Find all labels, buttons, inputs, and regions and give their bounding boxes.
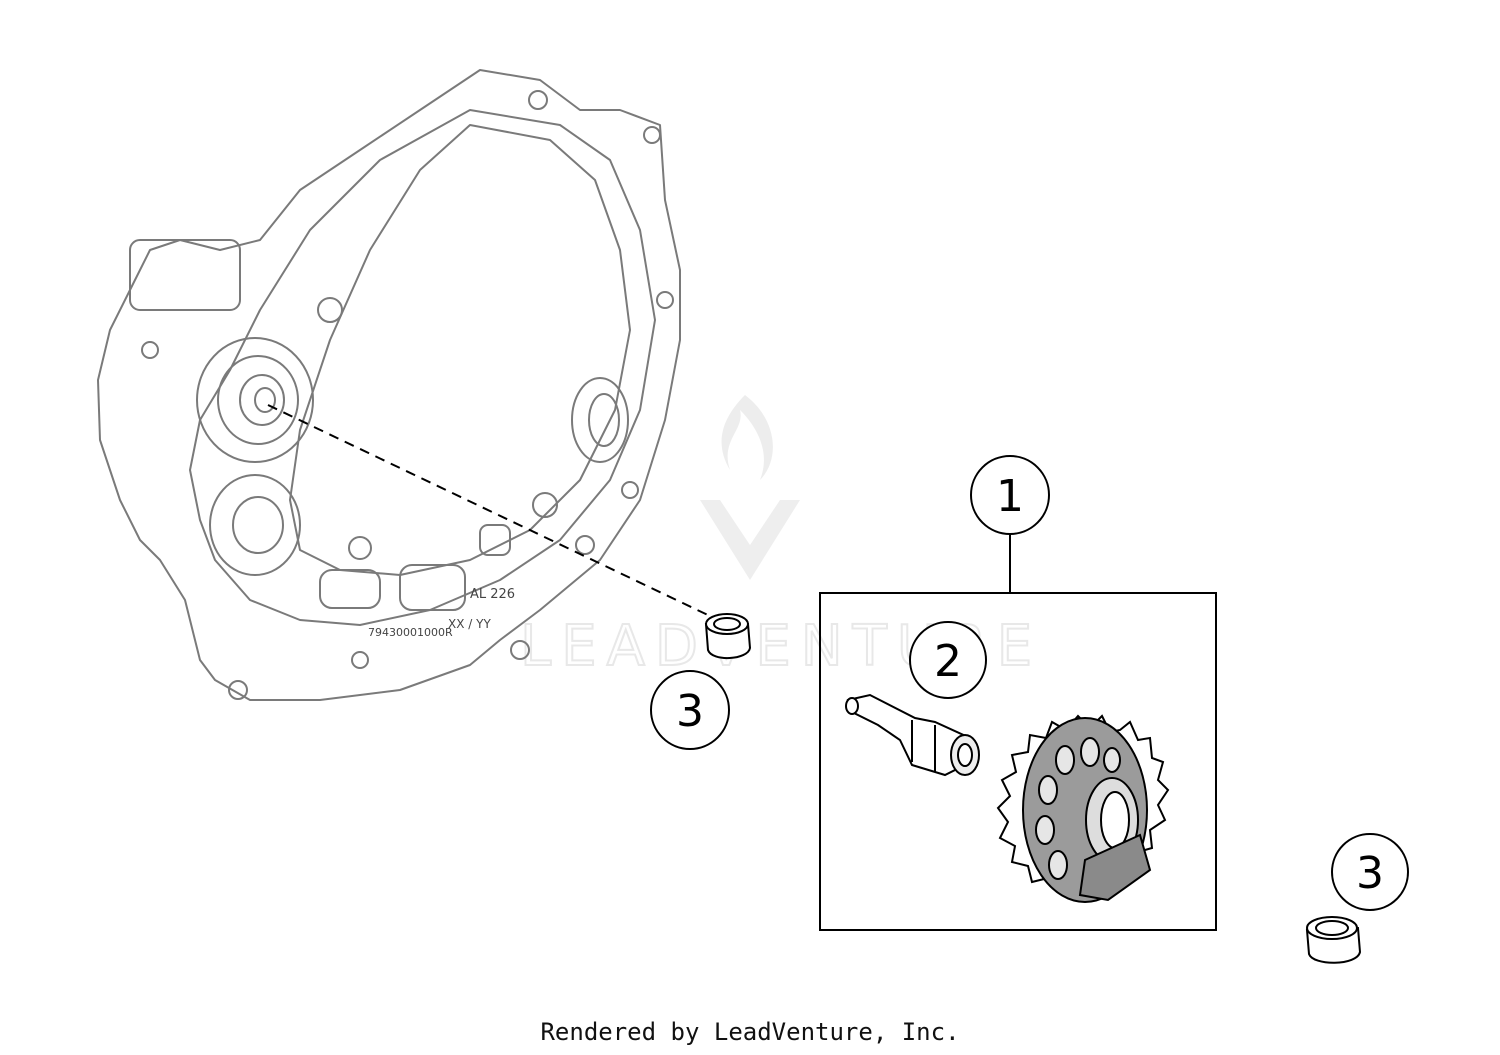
cover-part-number-text: 79430001000R	[368, 626, 453, 639]
cover-bearing-right	[571, 377, 629, 463]
callout-2: 2	[909, 621, 987, 699]
callout-3b: 3	[1331, 833, 1409, 911]
cover-bolt-boss	[141, 341, 159, 359]
cover-slot	[479, 524, 511, 556]
cover-slot	[319, 569, 381, 609]
clutch-cover: AL 226 79430001000R XX / YY	[97, 69, 681, 701]
cover-bolt-boss	[228, 680, 248, 700]
cover-material-text: AL 226	[470, 587, 515, 602]
callout-3a: 3	[650, 670, 730, 750]
callout-3a-label: 3	[676, 686, 704, 737]
gear-pocket	[1038, 775, 1058, 805]
cover-bolt-boss	[621, 481, 639, 499]
cover-outer-outline	[97, 69, 681, 701]
callout-3b-label: 3	[1356, 848, 1384, 899]
kit-frame	[819, 592, 1217, 931]
gear-pocket	[1055, 745, 1075, 775]
kickstart-gear	[996, 714, 1170, 903]
cover-opening	[289, 124, 631, 576]
gear-bore	[1100, 791, 1130, 849]
cover-bearing-left	[209, 474, 301, 576]
cover-bolt-boss	[575, 535, 595, 555]
gear-pocket	[1080, 737, 1100, 767]
cover-bolt-boss	[510, 640, 530, 660]
watermark-v-icon	[700, 500, 800, 580]
footer-credit: Rendered by LeadVenture, Inc.	[540, 1018, 960, 1046]
gear-pocket	[1035, 815, 1055, 845]
cover-bolt-boss	[643, 126, 661, 144]
cover-bolt-boss	[351, 651, 369, 669]
cover-slot	[399, 564, 466, 611]
shaft-part	[845, 693, 980, 777]
callout-2-label: 2	[934, 636, 962, 687]
cover-bolt-boss	[317, 297, 343, 323]
gear-pocket	[1048, 850, 1068, 880]
bushing-left	[704, 613, 752, 659]
callout-1-label: 1	[996, 471, 1024, 522]
cover-bolt-boss	[528, 90, 548, 110]
installation-dashed-line	[267, 404, 713, 618]
gear-ramp	[1078, 833, 1152, 902]
cover-inner-rim	[189, 109, 656, 626]
cover-date-code-text: XX / YY	[448, 617, 491, 631]
gear-pocket	[1103, 747, 1121, 773]
cover-left-boss	[129, 239, 241, 311]
cover-bolt-boss	[656, 291, 674, 309]
bushing-right	[1305, 916, 1362, 964]
cover-bolt-boss	[348, 536, 372, 560]
cover-bolt-boss	[532, 492, 558, 518]
watermark-flame-icon	[721, 395, 773, 480]
cover-shaft-seal	[196, 337, 314, 463]
callout-1: 1	[970, 455, 1050, 535]
